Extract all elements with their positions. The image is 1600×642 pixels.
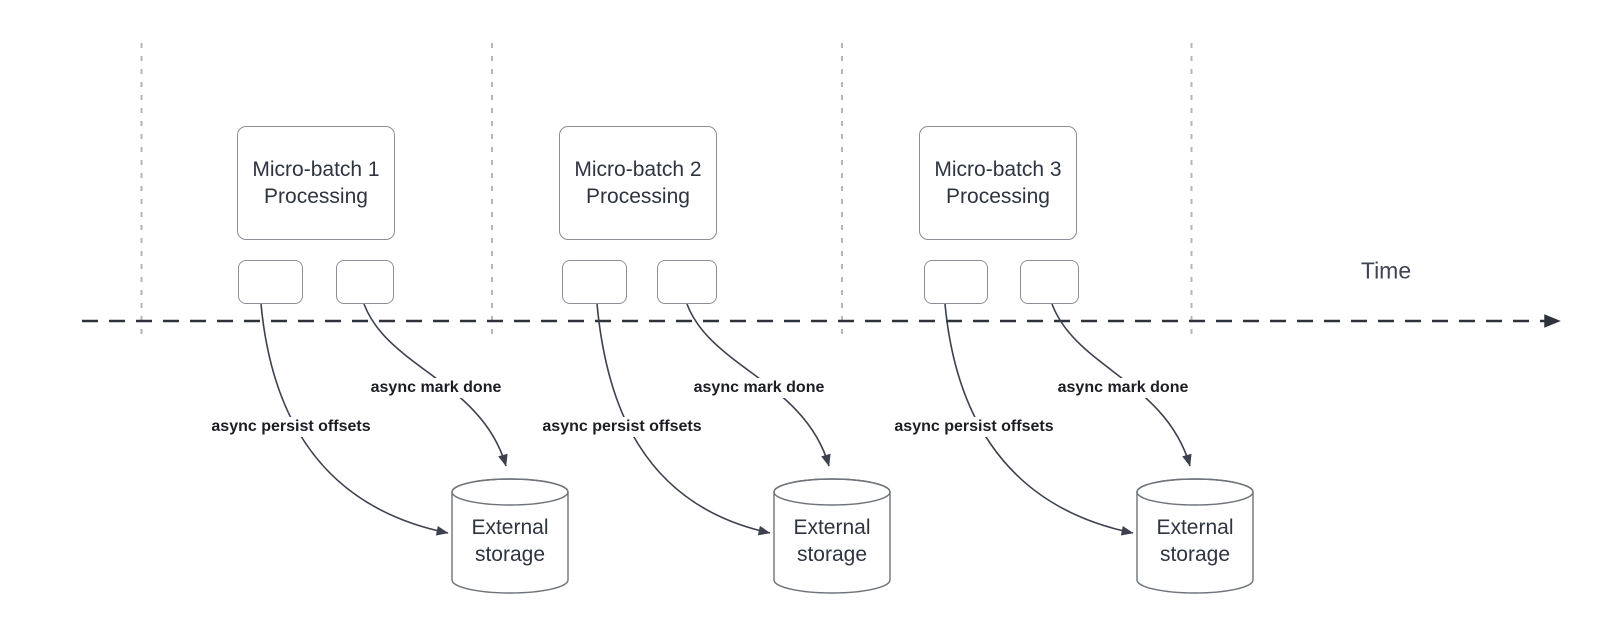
- mark-done-label-1: async mark done: [367, 378, 505, 398]
- micro-batch-1-box: Micro-batch 1 Processing: [237, 126, 395, 240]
- external-storage-label-line1: External: [1156, 516, 1234, 539]
- persist-task-rect-3: [924, 260, 988, 304]
- micro-batch-3-label-line2: Processing: [946, 185, 1050, 208]
- external-storage-label-line2: storage: [796, 543, 868, 566]
- mark-done-task-rect-2: [657, 260, 717, 304]
- micro-batch-1-label-line2: Processing: [264, 185, 368, 208]
- external-storage-cylinder-2: External storage: [772, 477, 892, 595]
- external-storage-label-line2: storage: [474, 543, 546, 566]
- mark-done-task-rect-1: [336, 260, 394, 304]
- external-storage-label-line1: External: [471, 516, 549, 539]
- micro-batch-3-label-line1: Micro-batch 3: [934, 158, 1062, 181]
- micro-batch-2-box: Micro-batch 2 Processing: [559, 126, 717, 240]
- persist-task-rect-1: [238, 260, 303, 304]
- micro-batch-2-label-line1: Micro-batch 2: [574, 158, 702, 181]
- persist-task-rect-2: [562, 260, 627, 304]
- cylinder-shape-icon: [773, 478, 891, 594]
- mark-done-label-3: async mark done: [1054, 378, 1192, 398]
- cylinder-shape-icon: [1136, 478, 1254, 594]
- time-axis-label: Time: [1360, 257, 1412, 284]
- external-storage-label-line1: External: [793, 516, 871, 539]
- micro-batch-2-label-line2: Processing: [586, 185, 690, 208]
- persist-offsets-label-2: async persist offsets: [539, 417, 705, 437]
- micro-batch-1-label-line1: Micro-batch 1: [252, 158, 380, 181]
- persist-offsets-label-3: async persist offsets: [891, 417, 1057, 437]
- external-storage-cylinder-3: External storage: [1135, 477, 1255, 595]
- external-storage-label-line2: storage: [1159, 543, 1231, 566]
- persist-offsets-label-1: async persist offsets: [208, 417, 374, 437]
- external-storage-cylinder-1: External storage: [450, 477, 570, 595]
- cylinder-shape-icon: [451, 478, 569, 594]
- mark-done-label-2: async mark done: [690, 378, 828, 398]
- mark-done-task-rect-3: [1020, 260, 1079, 304]
- micro-batch-3-box: Micro-batch 3 Processing: [919, 126, 1077, 240]
